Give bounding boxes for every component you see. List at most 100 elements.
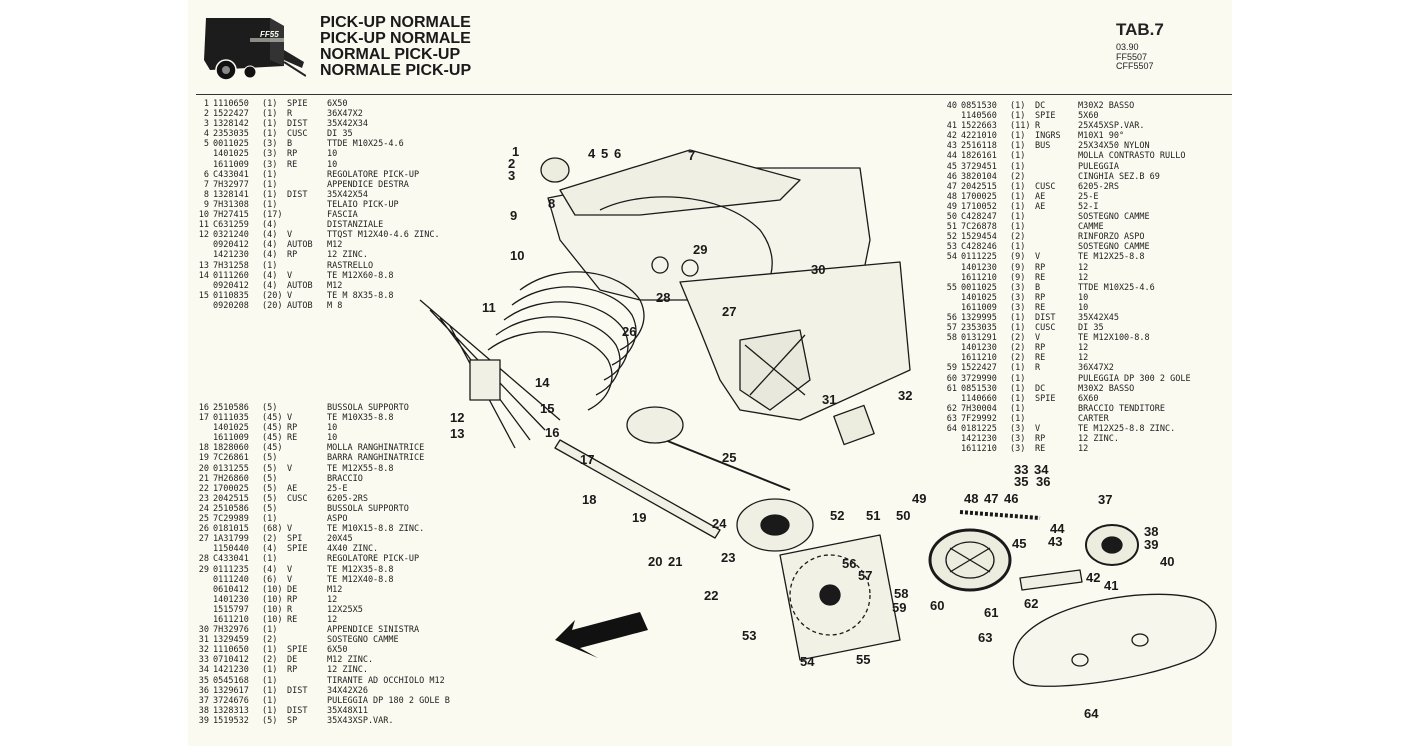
- part-quantity: (1): [1010, 222, 1026, 233]
- part-quantity: (1): [262, 665, 278, 676]
- callout-number: 3: [508, 168, 515, 183]
- part-code: 3729451: [961, 161, 997, 172]
- part-code: 1522663: [961, 121, 997, 132]
- part-code: 1519532: [213, 715, 249, 726]
- callout-number: 52: [830, 508, 844, 523]
- part-ref-number: 28: [198, 554, 209, 565]
- part-description: BRACCIO TENDITORE: [1078, 403, 1165, 414]
- part-ref-number: 21: [198, 473, 209, 484]
- part-description: 12 ZINC.: [1078, 434, 1119, 445]
- part-quantity: (1): [1010, 242, 1026, 253]
- part-type: RE: [287, 433, 298, 444]
- part-type: SPIE: [287, 544, 308, 555]
- part-ref-number: 53: [946, 242, 957, 253]
- part-description: M12: [327, 584, 343, 595]
- callout-number: 25: [722, 450, 736, 465]
- part-quantity: (4): [262, 230, 278, 241]
- part-description: TE M12X60-8.8: [327, 270, 394, 281]
- part-description: 52-I: [1078, 201, 1099, 212]
- part-quantity: (3): [262, 149, 278, 160]
- part-ref-number: 8: [203, 189, 209, 200]
- part-description: ASPO: [327, 514, 348, 525]
- part-quantity: (3): [1010, 282, 1026, 293]
- part-type: RP: [1035, 343, 1046, 354]
- part-code: C428246: [961, 242, 997, 253]
- part-ref-number: 56: [946, 312, 957, 323]
- part-description: TE M12X40-8.8: [327, 574, 394, 585]
- tines-band-1: [519, 271, 645, 351]
- part-code: 3729990: [961, 373, 997, 384]
- part-ref-number: 25: [198, 514, 209, 525]
- part-quantity: (5): [262, 453, 278, 464]
- part-type: AUTOB: [287, 300, 313, 311]
- part-ref-number: 60: [946, 373, 957, 384]
- callout-number: 11: [482, 300, 496, 315]
- part-code: 1329617: [213, 685, 249, 696]
- callout-number: 23: [721, 550, 735, 565]
- part-code: 1150440: [213, 544, 249, 555]
- part-quantity: (9): [1010, 272, 1026, 283]
- callout-number: 47: [984, 491, 998, 506]
- part-code: 1329995: [961, 312, 997, 323]
- part-ref-number: 9: [203, 199, 209, 210]
- part-code: 0110835: [213, 290, 249, 301]
- part-quantity: (1): [262, 109, 278, 120]
- part-ref-number: 40: [946, 101, 957, 111]
- part-quantity: (1): [1010, 131, 1026, 142]
- part-code: 1401025: [961, 292, 997, 303]
- callout-number: 55: [856, 652, 870, 667]
- part-type: SPIE: [1035, 393, 1056, 404]
- part-description: 10: [327, 433, 338, 444]
- part-code: 0610412: [213, 584, 249, 595]
- part-description: 12: [327, 614, 338, 625]
- part-quantity: (1): [262, 625, 278, 636]
- part-quantity: (45): [262, 413, 283, 424]
- part-quantity: (1): [262, 695, 278, 706]
- part-ref-number: 34: [198, 665, 209, 676]
- part-description: 25-E: [1078, 191, 1099, 202]
- part-code: 7C26878: [961, 222, 997, 233]
- part-code: 0920412: [213, 240, 249, 251]
- part-ref-number: 51: [946, 222, 957, 233]
- pickup-regulator: [540, 157, 570, 183]
- callout-number: 2: [508, 156, 515, 171]
- part-type: SPI: [287, 534, 303, 545]
- part-code: 3820104: [961, 171, 997, 182]
- part-description: PULEGGIA DP 300 2 GOLE: [1078, 373, 1191, 384]
- part-type: RP: [287, 665, 298, 676]
- part-type: DE: [287, 655, 298, 666]
- callout-number: 19: [632, 510, 646, 525]
- callout-number: 13: [450, 426, 464, 441]
- part-code: 1611210: [213, 614, 249, 625]
- part-description: DI 35: [327, 129, 353, 140]
- tensioner-arm: [1019, 569, 1083, 591]
- part-quantity: (1): [262, 675, 278, 686]
- part-type: RE: [1035, 353, 1046, 364]
- part-quantity: (10): [262, 594, 283, 605]
- part-code: 1700025: [961, 191, 997, 202]
- part-type: V: [1035, 424, 1041, 434]
- part-type: SPIE: [287, 99, 308, 109]
- part-ref-number: 14: [198, 270, 209, 281]
- part-code: 0321240: [213, 230, 249, 241]
- part-code: 1611210: [961, 444, 997, 455]
- part-ref-number: 57: [946, 323, 957, 334]
- part-type: R: [287, 109, 293, 120]
- callout-number: 16: [545, 425, 559, 440]
- part-type: DIST: [287, 119, 308, 130]
- cam-support-block: [833, 404, 875, 446]
- part-quantity: (1): [1010, 101, 1026, 111]
- part-code: 7C29989: [213, 514, 249, 525]
- callout-number: 51: [866, 508, 880, 523]
- callout-number: 22: [704, 588, 718, 603]
- part-description: REGOLATORE PICK-UP: [327, 554, 420, 565]
- callout-number: 53: [742, 628, 756, 643]
- part-quantity: (1): [1010, 413, 1026, 424]
- part-code: 1611009: [961, 302, 997, 313]
- part-ref-number: 41: [946, 121, 957, 132]
- part-type: RP: [287, 423, 298, 434]
- part-code: 0181225: [961, 424, 997, 434]
- part-ref-number: 30: [198, 625, 209, 636]
- part-type: DIST: [287, 189, 308, 200]
